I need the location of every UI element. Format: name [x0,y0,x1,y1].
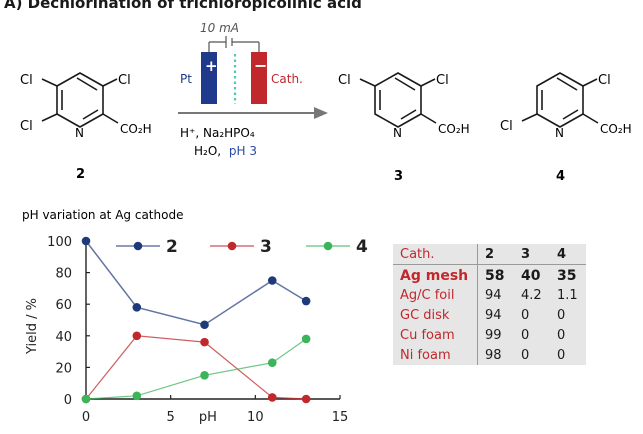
n-label: N [393,126,402,140]
acid-label: CO₂H [438,122,470,136]
table-cell: 58 [485,267,505,284]
data-point-4 [200,371,209,380]
conditions-line-2: H₂O, pH 3 [194,144,257,158]
data-point-4 [81,394,91,404]
legend-label-2: 2 [166,237,178,257]
minus-icon: − [254,56,267,75]
table-cell: 0 [521,348,530,363]
conditions-solvent: H₂O, [194,144,221,158]
x-tick-label: 0 [82,410,90,425]
table-header-cell: Cath. [393,244,478,265]
conditions-line-1: H⁺, Na₂HPO₄ [180,126,255,140]
table-cell: 0 [557,348,566,363]
compound-number-4: 4 [556,169,565,184]
current-label: 10 mA [200,21,239,35]
y-tick-label: 40 [55,330,72,345]
table-row: Ni foam 98 0 0 [393,345,586,365]
anode-label: Pt [180,72,192,86]
data-point-2 [81,236,91,246]
x-tick-label: 15 [332,410,349,425]
table-header-cell: 3 [514,244,550,265]
cl-label: Cl [20,73,33,88]
table-cell: Ni foam [393,345,478,365]
cl-label: Cl [20,119,33,134]
yield-table: Cath. 2 3 4 Ag mesh 58 40 35 Ag/C foil 9… [393,244,586,365]
n-label: N [75,126,84,140]
table-cell: 98 [485,348,502,363]
data-point-3 [267,393,277,402]
table-row: GC disk 94 0 0 [393,305,586,325]
data-point-2 [267,276,277,285]
table-cell: 35 [557,267,577,284]
table-header-row: Cath. 2 3 4 [393,244,586,265]
table-cell: 0 [557,308,566,323]
x-axis-label: pH [199,410,217,425]
acid-label: CO₂H [600,122,632,136]
table-cell: GC disk [393,305,478,325]
y-tick-label: 20 [55,361,72,376]
page-title: A) Dechlorination of trichloropicolinic … [4,0,362,12]
table-cell: Ag mesh [393,264,478,285]
data-point-4 [132,391,142,401]
table-cell: 0 [521,308,530,323]
legend-label-3: 3 [260,237,272,257]
chart-caption: pH variation at Ag cathode [22,208,183,222]
table-cell: 94 [485,308,502,323]
compound-number-3: 3 [394,169,403,184]
table-cell: Cu foam [393,325,478,345]
table-row: Ag/C foil 94 4.2 1.1 [393,285,586,305]
table-cell: 40 [521,267,541,284]
table-row: Cu foam 99 0 0 [393,325,586,345]
table-header-cell: 2 [477,244,514,265]
arrow-head [314,107,328,119]
data-point-2 [301,296,311,306]
y-tick-label: 60 [55,298,72,313]
anode-electrode [201,52,217,104]
data-point-2 [132,303,142,312]
table-header-cell: 4 [550,244,586,265]
y-tick-label: 100 [47,235,72,250]
table-cell: 0 [521,328,530,343]
data-point-3 [301,394,311,404]
cl-label: Cl [500,119,513,134]
cl-label: Cl [118,73,131,88]
y-tick-label: 0 [64,393,72,408]
table-row: Ag mesh 58 40 35 [393,264,586,285]
y-tick-label: 80 [55,267,72,282]
cl-label: Cl [598,73,611,88]
data-point-4 [267,358,277,367]
data-point-4 [301,334,311,344]
compound-number-2: 2 [76,167,85,182]
acid-label: CO₂H [120,122,152,136]
table-cell: 4.2 [521,288,542,303]
cathode-electrode [251,52,267,104]
legend-marker-4 [323,241,333,251]
n-label: N [555,126,564,140]
legend-marker-3 [227,241,237,251]
table-cell: 99 [485,328,502,343]
table-cell: 0 [557,328,566,343]
data-point-3 [132,331,142,341]
data-point-2 [200,320,209,330]
legend-label-4: 4 [356,237,368,257]
cl-label: Cl [338,73,351,88]
legend-marker-2 [133,241,143,251]
table-cell: 1.1 [557,288,578,303]
reaction-scheme: Cl Cl Cl N CO₂H 2 Cl Cl N CO₂H 3 Cl Cl N… [20,21,632,184]
x-tick-label: 10 [247,410,264,425]
x-tick-label: 5 [167,410,175,425]
plus-icon: + [205,57,218,75]
cl-label: Cl [436,73,449,88]
table-cell: 94 [485,288,502,303]
conditions-ph: pH 3 [229,144,257,158]
series-line-4 [85,338,307,400]
data-point-3 [200,337,209,347]
circuit-wire [208,36,260,52]
series-line-3 [85,335,307,400]
table-cell: Ag/C foil [393,285,478,305]
cathode-label: Cath. [271,72,303,86]
y-axis-label: Yield / % [25,298,40,355]
